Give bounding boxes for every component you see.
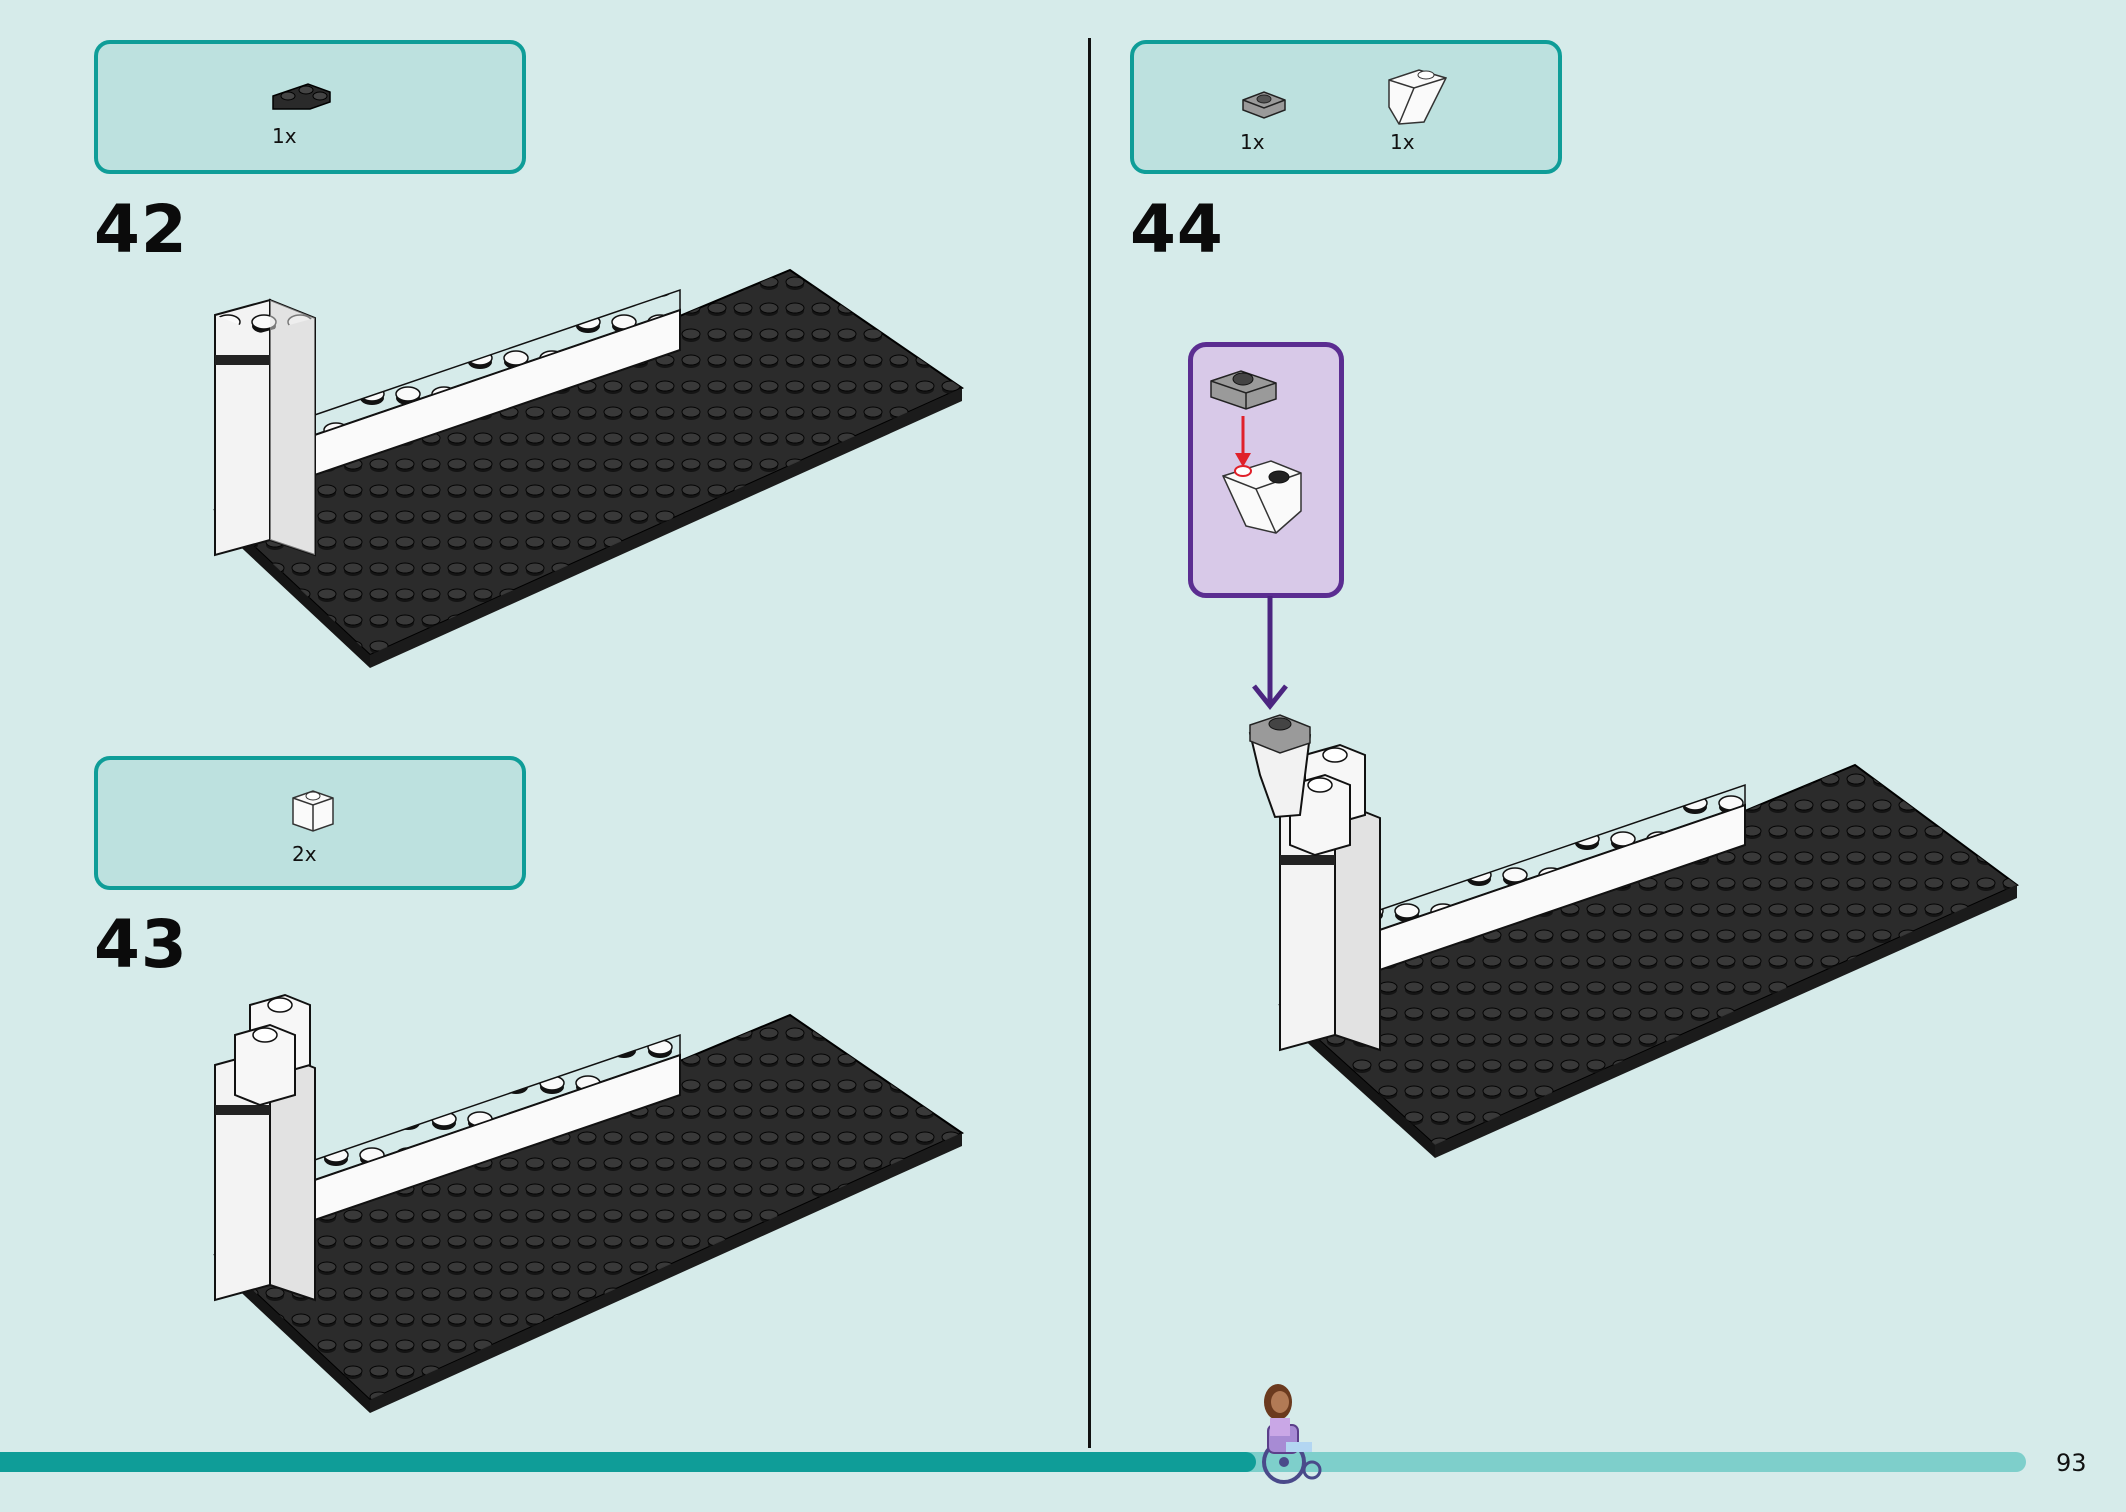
step-43-model-illustration bbox=[213, 993, 965, 1413]
step-44-model-illustration bbox=[1248, 714, 2019, 1158]
step-42-number: 42 bbox=[94, 191, 188, 268]
step-43-part-qty: 2x bbox=[292, 842, 317, 866]
step-44-part-2-qty: 1x bbox=[1390, 130, 1415, 154]
step-42-part-qty: 1x bbox=[272, 124, 297, 148]
step-43-parts-box: 2x bbox=[94, 756, 526, 890]
column-divider bbox=[1088, 38, 1091, 1448]
sub-assembly-illustration bbox=[1210, 370, 1302, 534]
progress-fill bbox=[0, 1452, 1256, 1472]
callout-arrow bbox=[1252, 596, 1288, 711]
step-42-parts-box: 1x bbox=[94, 40, 526, 174]
white-inverted-slope-icon bbox=[1388, 69, 1448, 125]
dark-grey-corner-plate-icon bbox=[272, 83, 331, 110]
step-44-number: 44 bbox=[1130, 191, 1224, 268]
step-44-part-1-qty: 1x bbox=[1240, 130, 1265, 154]
step-43-number: 43 bbox=[94, 906, 188, 983]
minifigure-wheelchair-icon bbox=[1262, 1384, 1322, 1484]
page-number: 93 bbox=[2056, 1449, 2087, 1477]
step-42-model-illustration bbox=[213, 268, 965, 668]
step-44-parts-box: 1x 1x bbox=[1130, 40, 1562, 174]
sub-assembly-callout bbox=[1188, 342, 1344, 598]
grey-1x1-plate-icon bbox=[1242, 91, 1286, 119]
white-1x1-brick-icon bbox=[292, 790, 334, 832]
